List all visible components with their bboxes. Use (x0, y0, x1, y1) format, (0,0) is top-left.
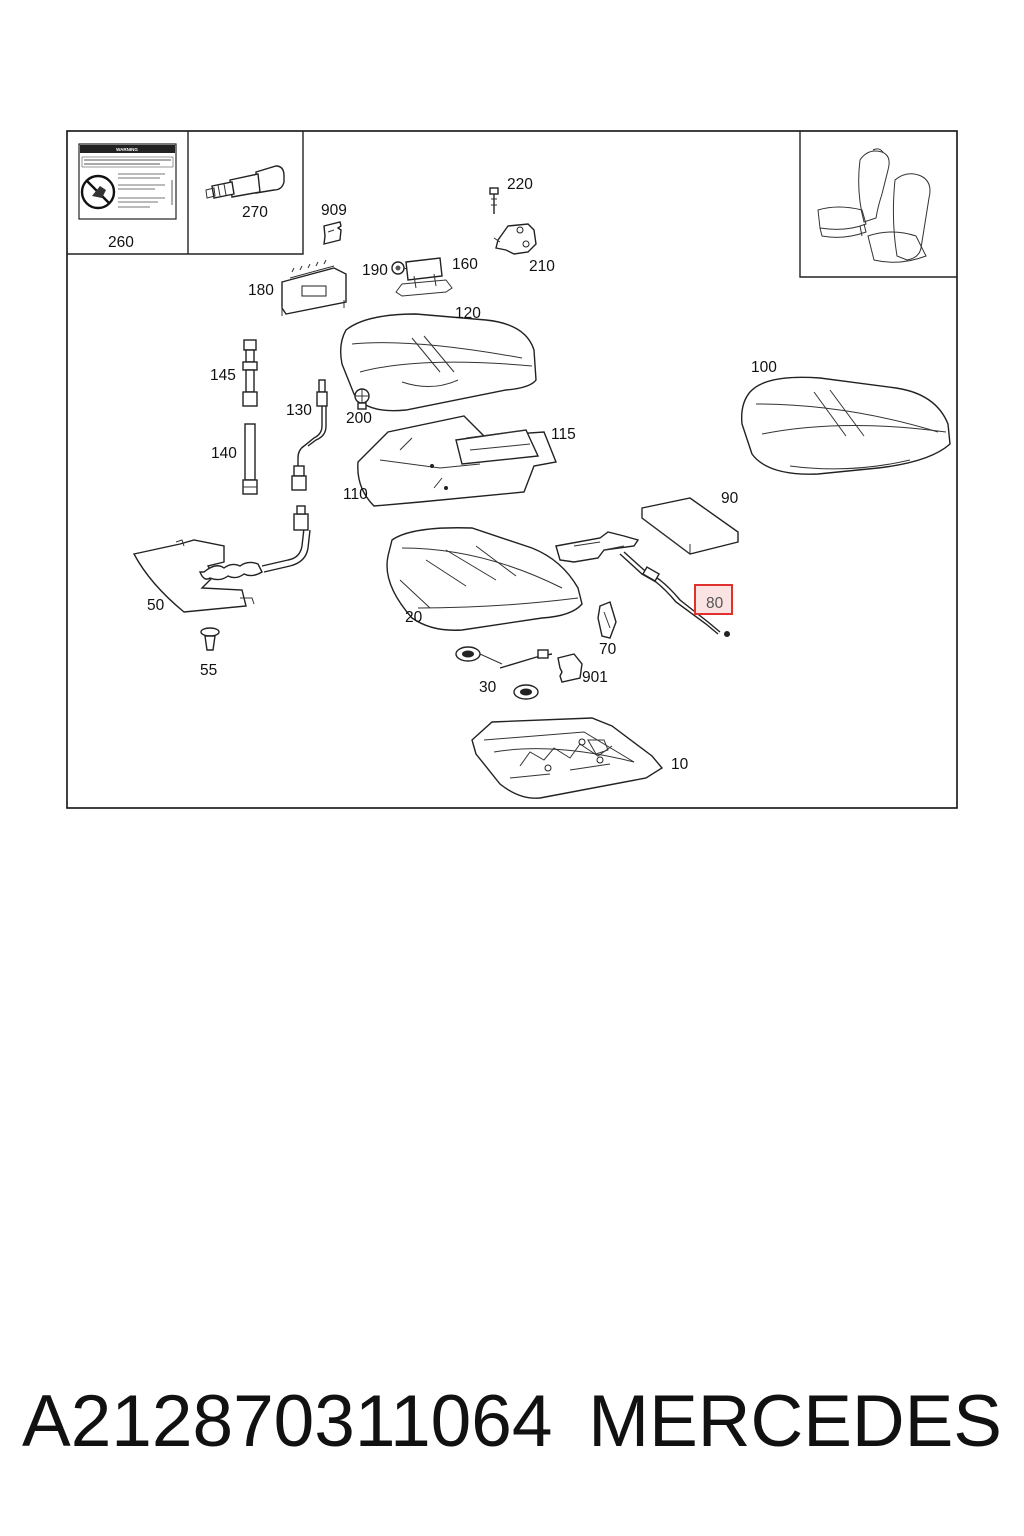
tag-part-icon (323, 221, 342, 245)
callout-130: 130 (286, 402, 312, 419)
footer: A212870311064 MERCEDES (0, 1372, 1024, 1472)
warning-heading: WARNING (116, 147, 138, 152)
grommet-icon (455, 646, 553, 700)
occupancy-sensor-mat-icon (555, 531, 730, 637)
callout-labels: 260 270 909 220 180 190 160 210 120 145 … (108, 176, 777, 773)
callout-270: 270 (242, 204, 268, 221)
push-clip-icon (200, 627, 220, 651)
seat-base-foam-icon (386, 527, 583, 631)
callout-115: 115 (551, 426, 576, 443)
adjuster-rod-icon (242, 339, 258, 407)
callout-50: 50 (147, 597, 165, 614)
callout-260: 260 (108, 234, 134, 251)
retainer-clip-icon (597, 601, 617, 639)
callout-909: 909 (321, 202, 347, 219)
seat-cushion-cover-icon (740, 376, 951, 475)
callout-110: 110 (343, 486, 368, 503)
heating-mat-icon (357, 415, 557, 507)
callout-140: 140 (211, 445, 237, 462)
seat-cushion-foam-icon (339, 313, 537, 412)
label-part-icon (557, 653, 583, 683)
control-module-icon (281, 259, 347, 316)
seat-location-inset (799, 131, 957, 278)
bracket-part-icon (493, 223, 537, 255)
callout-120: 120 (455, 305, 481, 322)
callout-10: 10 (671, 756, 689, 773)
callout-200: 200 (346, 410, 372, 427)
callout-55: 55 (200, 662, 217, 679)
highlight-box-80 (694, 584, 733, 615)
mounting-plate-icon (395, 257, 453, 297)
brand-name: MERCEDES (588, 1381, 1002, 1462)
diagram-frame (66, 130, 958, 809)
warning-label-icon: WARNING (78, 143, 177, 220)
callout-20: 20 (405, 609, 423, 626)
callout-220: 220 (507, 176, 533, 193)
seat-pan-frame-icon (471, 717, 664, 799)
callout-190: 190 (362, 262, 388, 279)
callout-210: 210 (529, 258, 555, 275)
pin-part-icon (489, 187, 499, 214)
connector-part-icon (205, 165, 285, 199)
side-trim-icon (132, 505, 311, 613)
callout-30: 30 (479, 679, 497, 696)
screw-part-icon (391, 261, 411, 275)
seat-pad-icon (641, 497, 739, 555)
inset-boxes (67, 131, 304, 255)
callout-901: 901 (582, 669, 608, 686)
callout-145: 145 (210, 367, 236, 384)
guide-rod-icon (242, 423, 258, 495)
callout-70: 70 (599, 641, 617, 658)
part-number: A212870311064 (22, 1381, 553, 1462)
parts-diagram: WARNING (66, 130, 958, 809)
sensor-cable-icon (291, 379, 328, 491)
callout-90: 90 (721, 490, 739, 507)
callout-160: 160 (452, 256, 478, 273)
callout-180: 180 (248, 282, 274, 299)
clip-part-icon (354, 388, 370, 410)
callout-100: 100 (751, 359, 777, 376)
callout-80: 80 (706, 595, 724, 612)
